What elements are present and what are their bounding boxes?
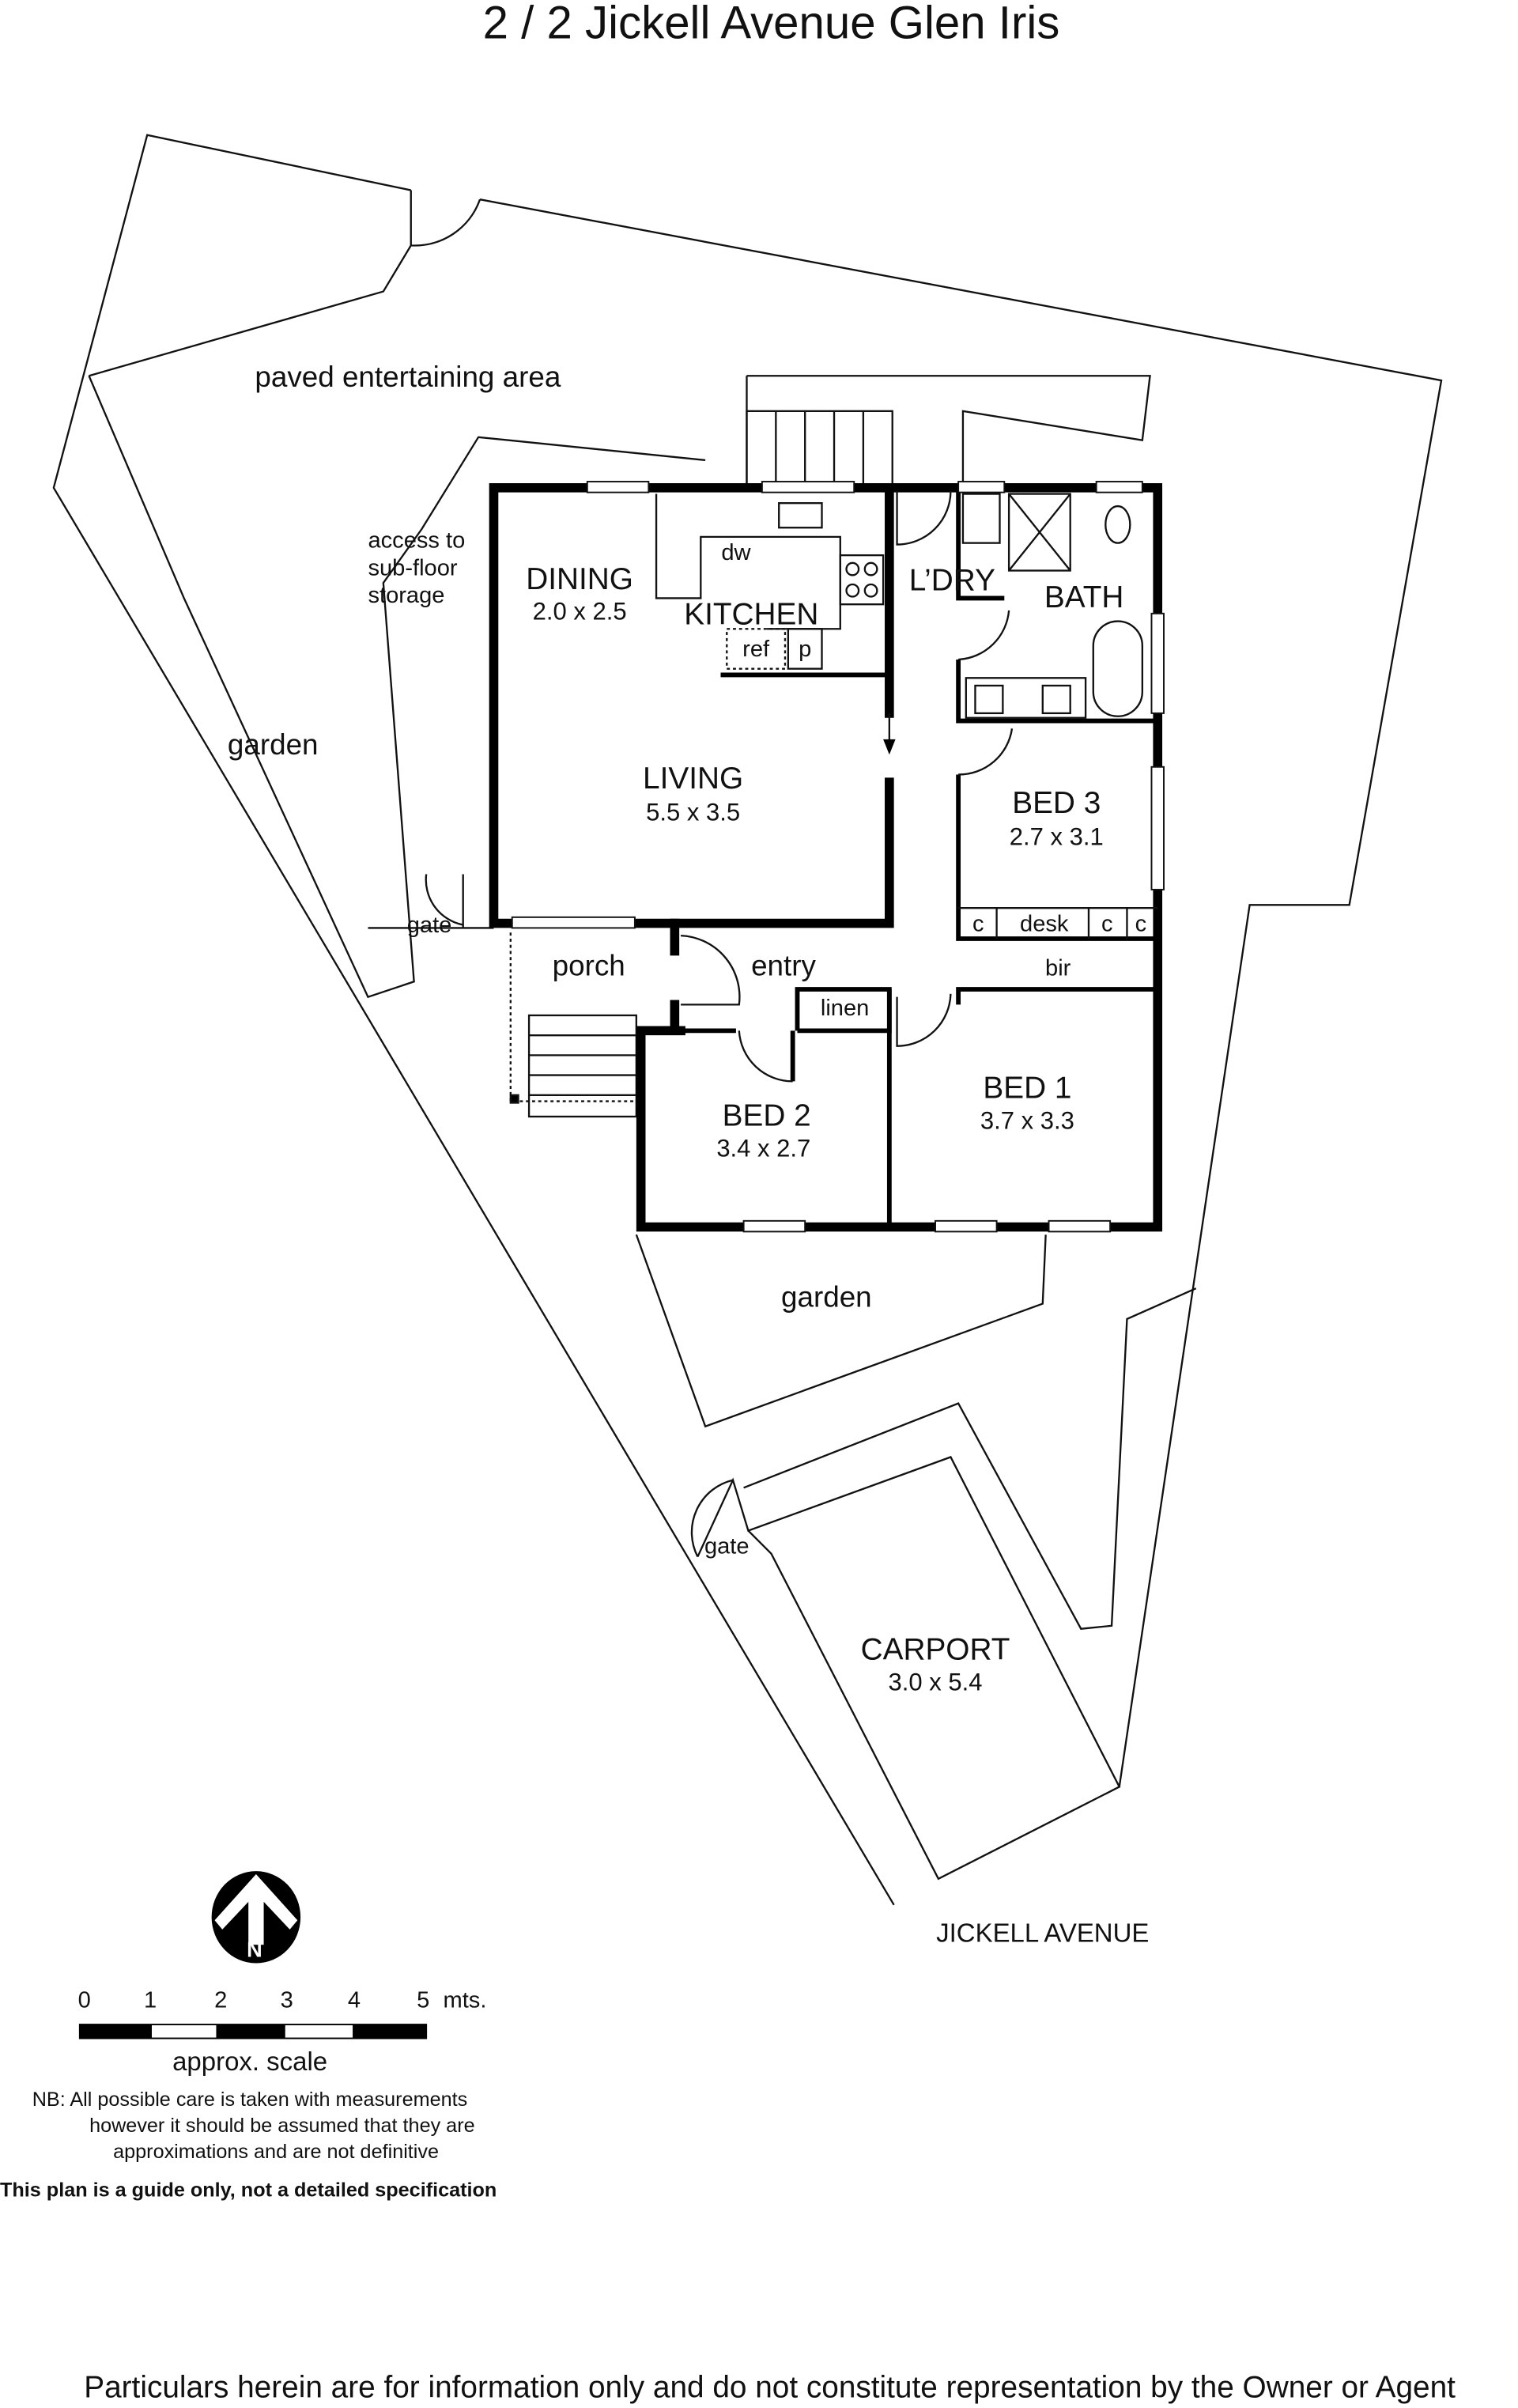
house-walls bbox=[489, 481, 1165, 1233]
room-bed3-dims: 2.7 x 3.1 bbox=[1010, 823, 1104, 851]
label-pantry: p bbox=[799, 637, 811, 662]
scale-tick-1: 1 bbox=[144, 1988, 157, 2013]
label-c2: c bbox=[1101, 911, 1113, 936]
nb-line-1: NB: All possible care is taken with meas… bbox=[32, 2089, 468, 2111]
room-bed1-dims: 3.7 x 3.3 bbox=[980, 1106, 1074, 1134]
scale-tick-5: 5 bbox=[417, 1988, 429, 2013]
north-arrow-icon: N bbox=[211, 1871, 301, 1964]
room-bath: BATH bbox=[1044, 580, 1124, 614]
room-dining-dims: 2.0 x 2.5 bbox=[533, 598, 627, 626]
room-bed2-dims: 3.4 x 2.7 bbox=[716, 1134, 810, 1162]
back-stairs bbox=[746, 410, 893, 486]
room-dining: DINING bbox=[526, 562, 633, 596]
scale-tick-2: 2 bbox=[214, 1988, 227, 2013]
scale-tick-4: 4 bbox=[348, 1988, 361, 2013]
svg-text:N: N bbox=[247, 1937, 262, 1962]
label-garden-front: garden bbox=[781, 1280, 872, 1313]
scale-tick-0: 0 bbox=[78, 1988, 91, 2013]
room-carport-dims: 3.0 x 5.4 bbox=[889, 1668, 983, 1695]
label-entry: entry bbox=[751, 950, 816, 982]
room-kitchen: KITCHEN bbox=[684, 597, 818, 631]
room-bed3: BED 3 bbox=[1012, 786, 1101, 820]
label-street: JICKELL AVENUE bbox=[936, 1918, 1149, 1947]
label-dw: dw bbox=[721, 540, 751, 565]
room-laundry: L’DRY bbox=[909, 564, 995, 598]
scale-bar: 0 1 2 3 4 5 mts. approx. scale bbox=[78, 1988, 487, 2077]
label-porch: porch bbox=[553, 950, 625, 982]
label-paved-area: paved entertaining area bbox=[255, 361, 561, 393]
scale-unit: mts. bbox=[443, 1988, 486, 2013]
guide-disclaimer: This plan is a guide only, not a detaile… bbox=[0, 2179, 497, 2201]
label-desk: desk bbox=[1020, 911, 1069, 936]
room-bed1: BED 1 bbox=[983, 1072, 1071, 1106]
label-gate-front: gate bbox=[704, 1534, 750, 1559]
label-access-2: sub-floor bbox=[368, 555, 457, 580]
scale-label: approx. scale bbox=[172, 2047, 327, 2076]
label-access-3: storage bbox=[368, 583, 444, 608]
room-carport: CARPORT bbox=[861, 1633, 1010, 1667]
scale-tick-3: 3 bbox=[281, 1988, 293, 2013]
room-bed2: BED 2 bbox=[723, 1099, 811, 1133]
label-gate-left: gate bbox=[407, 913, 452, 938]
label-c3: c bbox=[1135, 911, 1147, 936]
lot-boundary bbox=[52, 134, 1443, 1906]
nb-line-3: approximations and are not definitive bbox=[113, 2141, 439, 2163]
plan-title: 2 / 2 Jickell Avenue Glen Iris bbox=[483, 0, 1060, 49]
label-linen: linen bbox=[821, 996, 869, 1021]
label-access-1: access to bbox=[368, 527, 465, 553]
label-ref: ref bbox=[742, 637, 770, 662]
label-garden-left: garden bbox=[228, 728, 319, 761]
room-living-dims: 5.5 x 3.5 bbox=[646, 799, 740, 826]
footer-disclaimer: Particulars herein are for information o… bbox=[84, 2370, 1456, 2404]
label-c1: c bbox=[972, 911, 984, 936]
nb-line-2: however it should be assumed that they a… bbox=[89, 2115, 475, 2137]
room-living: LIVING bbox=[643, 762, 743, 796]
fixtures bbox=[655, 493, 1158, 939]
label-bir: bir bbox=[1045, 956, 1071, 981]
